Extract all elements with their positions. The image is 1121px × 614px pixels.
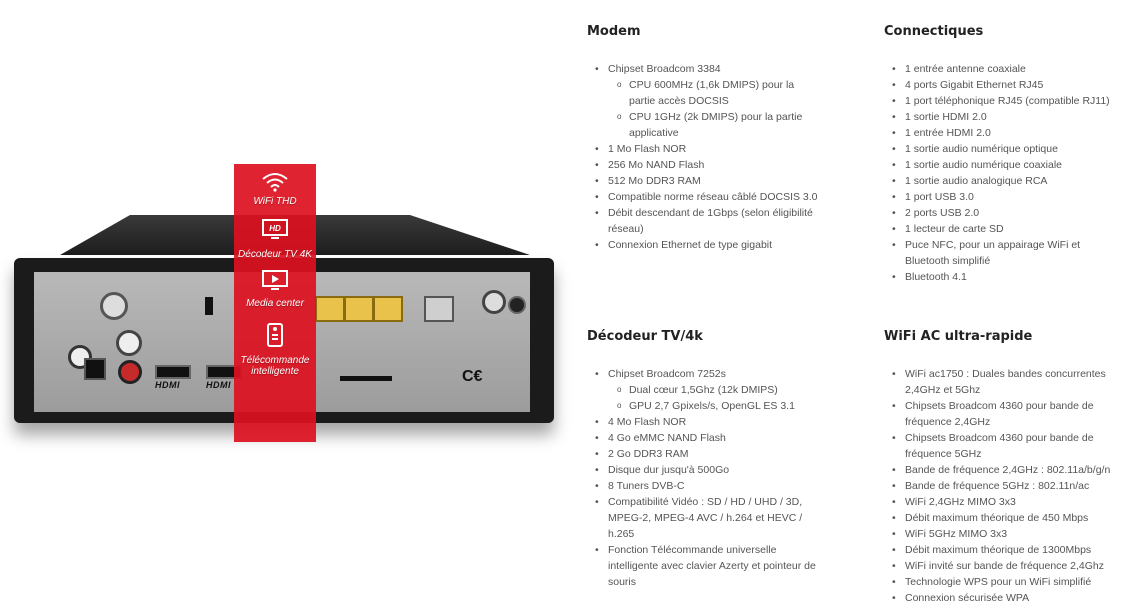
spec-item: Débit maximum théorique de 1300Mbps [884, 542, 1121, 558]
usb-port-icon [205, 297, 213, 315]
spec-item: Fonction Télécommande universelle [587, 542, 847, 558]
spec-item-continuation: h.265 [608, 528, 635, 540]
spec-item: 256 Mo NAND Flash [587, 157, 847, 173]
section-title: Modem [587, 24, 641, 39]
spec-item: 1 entrée HDMI 2.0 [884, 125, 1121, 141]
spec-item: GPU 2,7 Gpixels/s, OpenGL ES 3.1 [587, 398, 847, 414]
spec-item: Connexion sécurisée WPA [884, 590, 1121, 606]
spec-item: Chipsets Broadcom 4360 pour bande de [884, 398, 1121, 414]
spec-item-continuation: MPEG-2, MPEG-4 AVC / h.264 et HEVC / [608, 512, 803, 524]
feature-label: Media center [246, 298, 304, 309]
spec-item: WiFi invité sur bande de fréquence 2,4Gh… [884, 558, 1121, 574]
section-connectiques: Connectiques 1 entrée antenne coaxiale4 … [884, 24, 1121, 285]
spec-item: Bande de fréquence 2,4GHz : 802.11a/b/g/… [884, 462, 1121, 478]
spec-item: WiFi 5GHz MIMO 3x3 [884, 526, 1121, 542]
ethernet-port-icon [315, 296, 345, 322]
spec-item: Bluetooth 4.1 [884, 269, 1121, 285]
spec-item-continuation: fréquence 5GHz [905, 448, 982, 460]
spec-item: Chipsets Broadcom 4360 pour bande de [884, 430, 1121, 446]
feature-label: WiFi THD [253, 196, 297, 207]
remote-icon [267, 323, 283, 347]
tel-port-icon [424, 296, 454, 322]
spec-item: 8 Tuners DVB-C [587, 478, 847, 494]
spec-item: Compatible norme réseau câblé DOCSIS 3.0 [587, 189, 847, 205]
feature-label: Télécommande intelligente [240, 355, 310, 377]
spec-item-continuation: intelligente avec clavier Azerty et poin… [608, 560, 816, 572]
spec-item: Connexion Ethernet de type gigabit [587, 237, 847, 253]
spec-item-continuation: applicative [629, 127, 679, 139]
hdmi-label: HDMI [155, 380, 180, 390]
section-wifi: WiFi AC ultra-rapide WiFi ac1750 : Duale… [884, 329, 1121, 606]
spec-item-continuation: partie accès DOCSIS [629, 95, 729, 107]
hdmi-label: HDMI [206, 380, 231, 390]
feature-decoder: HD Décodeur TV 4K [234, 207, 316, 260]
spec-item: 1 Mo Flash NOR [587, 141, 847, 157]
spec-item: CPU 600MHz (1,6k DMIPS) pour la [587, 77, 847, 93]
spec-item-continuation: 2,4GHz et 5Ghz [905, 384, 981, 396]
feature-remote: Télécommande intelligente [234, 309, 316, 377]
spec-item: Débit maximum théorique de 450 Mbps [884, 510, 1121, 526]
spec-item: 1 port téléphonique RJ45 (compatible RJ1… [884, 93, 1121, 109]
feature-bar: WiFi THD HD Décodeur TV 4K Media center … [234, 164, 316, 442]
spec-list: Chipset Broadcom 3384CPU 600MHz (1,6k DM… [587, 61, 847, 253]
ethernet-port-icon [373, 296, 403, 322]
spec-item: Puce NFC, pour un appairage WiFi et [884, 237, 1121, 253]
section-title: Connectiques [884, 24, 984, 39]
spec-item: 4 ports Gigabit Ethernet RJ45 [884, 77, 1121, 93]
spec-item: 1 lecteur de carte SD [884, 221, 1121, 237]
spec-list: Chipset Broadcom 7252sDual cœur 1,5Ghz (… [587, 366, 847, 590]
spec-item-continuation: Bluetooth simplifié [905, 255, 991, 267]
section-title: WiFi AC ultra-rapide [884, 329, 1033, 344]
spec-item: Dual cœur 1,5Ghz (12k DMIPS) [587, 382, 847, 398]
spec-item: 2 ports USB 2.0 [884, 205, 1121, 221]
spec-item: CPU 1GHz (2k DMIPS) pour la partie [587, 109, 847, 125]
section-decodeur: Décodeur TV/4k Chipset Broadcom 7252sDua… [587, 329, 847, 590]
spec-list: WiFi ac1750 : Duales bandes concurrentes… [884, 366, 1121, 606]
spec-item: 1 sortie audio numérique coaxiale [884, 157, 1121, 173]
spec-item: Disque dur jusqu'à 500Go [587, 462, 847, 478]
spec-item: 1 sortie audio analogique RCA [884, 173, 1121, 189]
wifi-icon [262, 173, 288, 192]
spec-item: Débit descendant de 1Gbps (selon éligibi… [587, 205, 847, 221]
rca-port-icon [118, 360, 142, 384]
svg-text:HD: HD [269, 224, 281, 233]
spec-item: 1 sortie audio numérique optique [884, 141, 1121, 157]
section-title: Décodeur TV/4k [587, 329, 703, 344]
optical-port-icon [84, 358, 106, 380]
spec-item: 1 entrée antenne coaxiale [884, 61, 1121, 77]
spec-item: 512 Mo DDR3 RAM [587, 173, 847, 189]
feature-label: Décodeur TV 4K [238, 249, 312, 260]
feature-media-center: Media center [234, 260, 316, 309]
spec-item: Bande de fréquence 5GHz : 802.11n/ac [884, 478, 1121, 494]
power-port-icon [482, 290, 506, 314]
sd-slot-icon [340, 376, 392, 381]
power-button-icon [508, 296, 526, 314]
spec-item: WiFi ac1750 : Duales bandes concurrentes [884, 366, 1121, 382]
spec-item: 1 port USB 3.0 [884, 189, 1121, 205]
spec-item-continuation: fréquence 2,4GHz [905, 416, 991, 428]
spec-list: 1 entrée antenne coaxiale4 ports Gigabit… [884, 61, 1121, 285]
feature-wifi: WiFi THD [234, 164, 316, 207]
ce-mark-icon: C€ [462, 368, 483, 385]
spec-item: Compatibilité Vidéo : SD / HD / UHD / 3D… [587, 494, 847, 510]
spec-item-continuation: souris [608, 576, 637, 588]
hd-icon: HD [262, 219, 288, 239]
spec-item: Chipset Broadcom 3384 [587, 61, 847, 77]
ethernet-port-icon [344, 296, 374, 322]
spec-item: Chipset Broadcom 7252s [587, 366, 847, 382]
play-icon [262, 270, 288, 290]
spec-item: WiFi 2,4GHz MIMO 3x3 [884, 494, 1121, 510]
spec-item: 4 Mo Flash NOR [587, 414, 847, 430]
spec-item: 2 Go DDR3 RAM [587, 446, 847, 462]
cable-port-icon [100, 292, 128, 320]
hdmi-port-icon [155, 365, 191, 379]
spec-item: 4 Go eMMC NAND Flash [587, 430, 847, 446]
coaxial-port-icon [116, 330, 142, 356]
spec-item: 1 sortie HDMI 2.0 [884, 109, 1121, 125]
section-modem: Modem Chipset Broadcom 3384CPU 600MHz (1… [587, 24, 847, 253]
spec-item: Technologie WPS pour un WiFi simplifié [884, 574, 1121, 590]
spec-item-continuation: réseau) [608, 223, 644, 235]
